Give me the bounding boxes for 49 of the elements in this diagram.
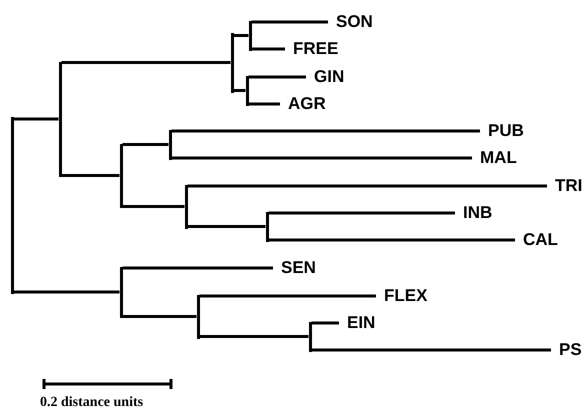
taxon-label: SEN xyxy=(273,258,316,278)
branch-junction xyxy=(120,266,122,318)
branch-junction xyxy=(248,20,252,50)
branch-line xyxy=(122,266,273,270)
branch-line xyxy=(248,102,280,106)
taxon-label: FREE xyxy=(285,39,338,59)
branch-line xyxy=(252,48,285,50)
taxon-label: CAL xyxy=(515,230,558,250)
branch-junction xyxy=(308,322,312,352)
taxon-label: FLEX xyxy=(376,286,428,306)
branch-line xyxy=(62,174,120,177)
branch-junction xyxy=(58,62,62,176)
taxon-label: INB xyxy=(455,203,492,223)
branch-line xyxy=(252,20,328,24)
branch-line xyxy=(188,184,547,188)
branch-junction xyxy=(184,184,188,228)
branch-junction xyxy=(266,212,268,242)
taxon-label: SON xyxy=(328,12,373,32)
branch-line xyxy=(312,348,551,352)
branch-junction xyxy=(246,76,248,106)
branch-junction xyxy=(196,294,200,338)
taxon-label: PS xyxy=(551,340,582,360)
branch-line xyxy=(14,118,58,120)
taxon-label: MAL xyxy=(472,148,517,168)
branch-line xyxy=(234,34,248,37)
branch-line xyxy=(200,335,308,338)
branch-line xyxy=(122,143,168,146)
branch-line xyxy=(172,156,472,160)
branch-line xyxy=(312,322,339,324)
branch-line xyxy=(234,89,246,92)
branch-line xyxy=(188,225,266,228)
branch-junction xyxy=(168,130,172,160)
taxon-label: PUB xyxy=(480,121,524,141)
branch-line xyxy=(268,238,515,242)
taxon-label: TRI xyxy=(547,176,582,196)
branch-line xyxy=(14,290,120,294)
branch-line xyxy=(200,294,376,298)
branch-line xyxy=(268,212,455,214)
branch-line xyxy=(122,205,184,208)
branch-line xyxy=(172,130,480,132)
branch-junction xyxy=(10,116,14,294)
branch-line xyxy=(248,76,306,78)
taxon-label: EIN xyxy=(339,313,376,333)
taxon-label: AGR xyxy=(280,94,326,114)
branch-junction xyxy=(120,144,122,208)
taxon-label: GIN xyxy=(306,67,344,87)
branch-junction xyxy=(230,32,234,92)
scale-label: 0.2 distance units xyxy=(40,395,144,411)
branch-line xyxy=(122,315,196,318)
